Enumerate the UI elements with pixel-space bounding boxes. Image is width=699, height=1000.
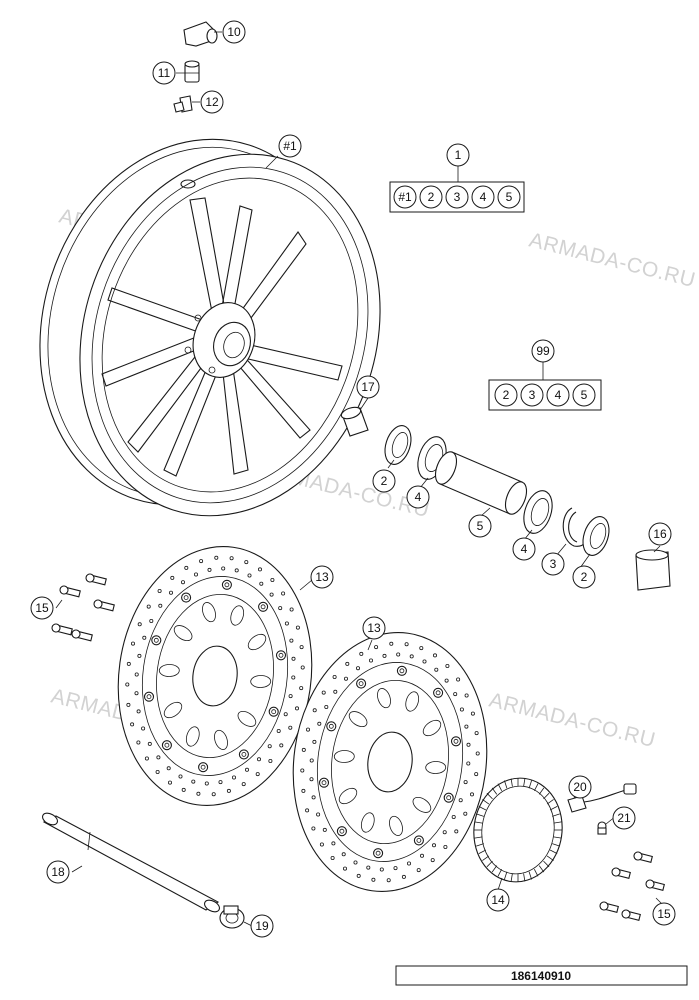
valve-stem bbox=[173, 95, 193, 113]
watermark: ARMADA-CO.RU bbox=[527, 229, 698, 293]
svg-text:13: 13 bbox=[315, 570, 329, 584]
watermark: ARMADA-CO.RU bbox=[487, 689, 658, 753]
kit-item: 2 bbox=[494, 383, 518, 407]
brake-disc-right bbox=[292, 632, 488, 892]
svg-text:10: 10 bbox=[227, 25, 241, 39]
svg-text:15: 15 bbox=[35, 601, 49, 615]
leader-lines bbox=[55, 31, 665, 927]
disc-bolts-right bbox=[599, 851, 665, 921]
callout-4: 4 bbox=[512, 537, 536, 561]
callout-18: 18 bbox=[46, 860, 70, 884]
svg-text:2: 2 bbox=[381, 474, 388, 488]
shaft-seal-left bbox=[384, 425, 412, 465]
axle-nut bbox=[219, 905, 245, 929]
sensor-screw bbox=[597, 821, 607, 835]
kit-item: 2 bbox=[419, 185, 443, 209]
callout-wheel: #1 bbox=[278, 134, 302, 158]
callout-21: 21 bbox=[612, 806, 636, 830]
svg-text:2: 2 bbox=[503, 388, 510, 402]
kit-box-1: #1 2 3 4 5 bbox=[389, 181, 525, 213]
bearing-right bbox=[523, 490, 553, 534]
svg-text:4: 4 bbox=[480, 190, 487, 204]
drawing-number-box: 186140910 bbox=[395, 965, 688, 986]
callout-12: 12 bbox=[200, 90, 224, 114]
drawing-number: 186140910 bbox=[511, 969, 571, 983]
svg-text:3: 3 bbox=[529, 388, 536, 402]
callout-20: 20 bbox=[568, 775, 592, 799]
svg-text:20: 20 bbox=[573, 780, 587, 794]
kit-item: 4 bbox=[546, 383, 570, 407]
svg-text:2: 2 bbox=[581, 570, 588, 584]
spacer-16 bbox=[635, 549, 671, 591]
callout-1: 1 bbox=[446, 143, 470, 167]
svg-text:2: 2 bbox=[428, 190, 435, 204]
brake-disc-left bbox=[117, 546, 313, 806]
kit-item: 5 bbox=[497, 185, 521, 209]
svg-text:16: 16 bbox=[653, 527, 667, 541]
callout-19: 19 bbox=[250, 914, 274, 938]
svg-text:4: 4 bbox=[415, 490, 422, 504]
svg-text:3: 3 bbox=[550, 557, 557, 571]
shaft-seal-right bbox=[582, 516, 610, 556]
svg-text:12: 12 bbox=[205, 95, 219, 109]
callout-13: 13 bbox=[362, 616, 386, 640]
kit-item: 3 bbox=[445, 185, 469, 209]
svg-text:4: 4 bbox=[521, 542, 528, 556]
svg-text:21: 21 bbox=[617, 811, 631, 825]
svg-text:18: 18 bbox=[51, 865, 65, 879]
callout-14: 14 bbox=[486, 888, 510, 912]
svg-text:5: 5 bbox=[477, 519, 484, 533]
svg-text:17: 17 bbox=[361, 380, 375, 394]
callout-13: 13 bbox=[310, 565, 334, 589]
svg-text:#1: #1 bbox=[283, 139, 297, 153]
svg-text:13: 13 bbox=[367, 621, 381, 635]
svg-text:4: 4 bbox=[555, 388, 562, 402]
valve-sleeve bbox=[184, 60, 200, 83]
svg-text:1: 1 bbox=[455, 148, 462, 162]
callout-17: 17 bbox=[356, 375, 380, 399]
kit-item: 5 bbox=[572, 383, 596, 407]
callout-3: 3 bbox=[541, 552, 565, 576]
svg-text:19: 19 bbox=[255, 919, 269, 933]
callout-99: 99 bbox=[531, 339, 555, 363]
callout-2: 2 bbox=[572, 565, 596, 589]
wheel-axle bbox=[42, 812, 220, 913]
kit-item: 4 bbox=[471, 185, 495, 209]
svg-text:14: 14 bbox=[491, 893, 505, 907]
kit-item: #1 bbox=[393, 185, 417, 209]
svg-text:3: 3 bbox=[454, 190, 461, 204]
callout-11: 11 bbox=[152, 61, 176, 85]
svg-text:11: 11 bbox=[158, 66, 171, 80]
callout-4: 4 bbox=[406, 485, 430, 509]
svg-text:15: 15 bbox=[657, 907, 671, 921]
disc-bolts-left bbox=[51, 573, 115, 642]
wheel-rim bbox=[39, 138, 381, 517]
callout-15: 15 bbox=[652, 902, 676, 926]
callout-5: 5 bbox=[468, 514, 492, 538]
svg-text:#1: #1 bbox=[398, 190, 412, 204]
abs-sensor-ring bbox=[473, 777, 563, 883]
kit-box-99: 2 3 4 5 bbox=[488, 379, 602, 411]
kit-item: 3 bbox=[520, 383, 544, 407]
callout-2: 2 bbox=[372, 469, 396, 493]
callout-15: 15 bbox=[30, 596, 54, 620]
callout-16: 16 bbox=[648, 522, 672, 546]
wheel-speed-sensor bbox=[567, 783, 637, 813]
spacer-17 bbox=[340, 406, 369, 437]
callout-10: 10 bbox=[222, 20, 246, 44]
svg-text:5: 5 bbox=[581, 388, 588, 402]
svg-text:5: 5 bbox=[506, 190, 513, 204]
distance-sleeve bbox=[434, 451, 528, 515]
valve-cap bbox=[183, 21, 218, 47]
svg-text:99: 99 bbox=[536, 344, 550, 358]
